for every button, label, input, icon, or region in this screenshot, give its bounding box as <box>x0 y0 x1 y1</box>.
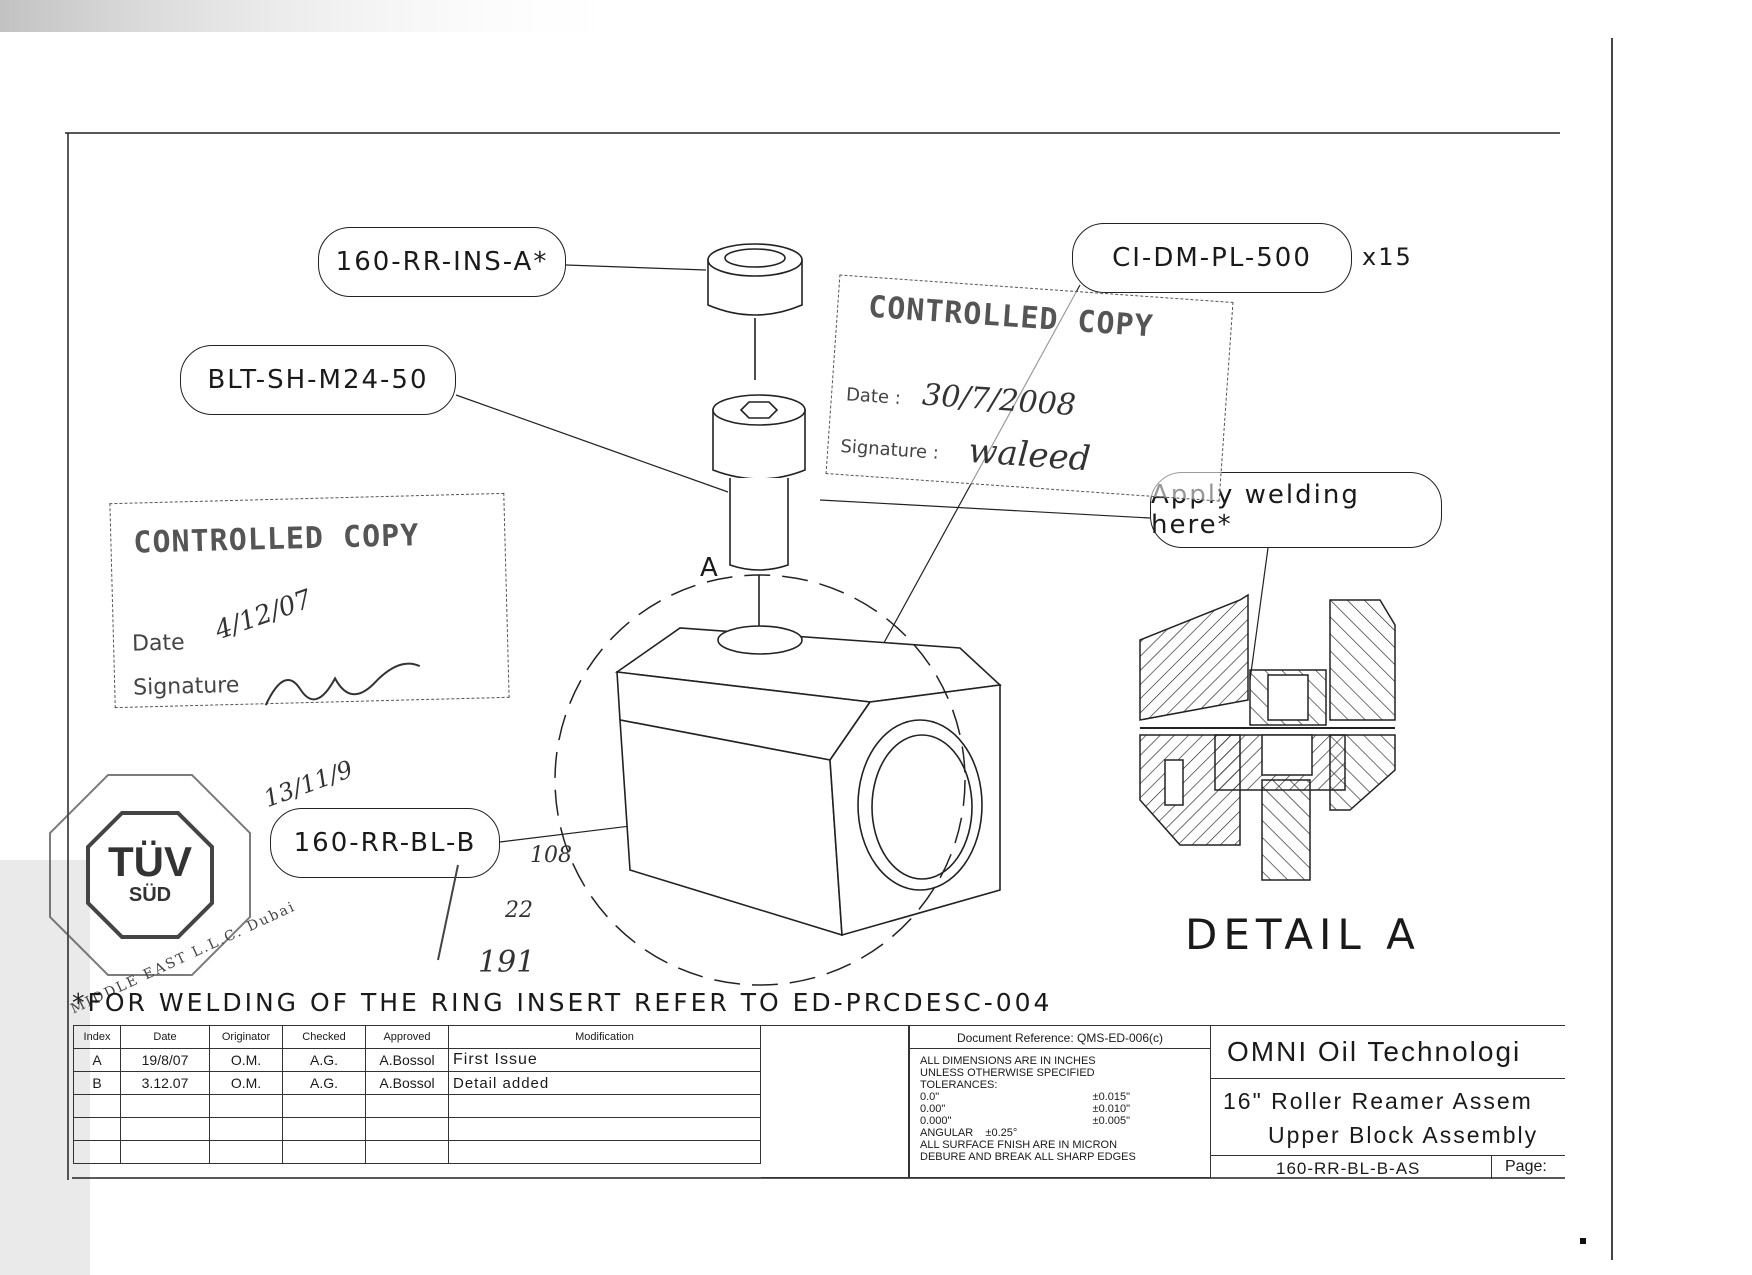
section-marker-a: A <box>700 553 718 583</box>
title-line-2: Upper Block Assembly <box>1268 1122 1539 1148</box>
tuv-seal-logo: TÜV SÜD <box>90 840 210 907</box>
title-block: OMNI Oil Technologi 16" Roller Reamer As… <box>1211 1025 1565 1179</box>
cell-originator: O.M. <box>209 1048 283 1072</box>
cell-index: A <box>73 1048 121 1072</box>
detail-circle <box>554 574 966 986</box>
scan-shadow-top <box>0 0 640 32</box>
col-date: Date <box>120 1025 210 1049</box>
pin-quantity: x15 <box>1362 243 1413 271</box>
stamp-signature-value: waleed <box>967 430 1092 480</box>
cell-checked: A.G. <box>282 1048 366 1072</box>
stamp-signature-label: Signature <box>132 672 240 701</box>
handwritten-note-1: 108 <box>530 843 572 868</box>
cell-date: 19/8/07 <box>120 1048 210 1072</box>
stamp-date-value: 30/7/2008 <box>921 377 1077 424</box>
stamp-title: CONTROLLED COPY <box>867 289 1155 345</box>
stamp-date-label: Date <box>131 630 185 657</box>
stamp-title: CONTROLLED COPY <box>132 518 420 561</box>
table-row: A 19/8/07 O.M. A.G. A.Bossol First Issue <box>73 1048 761 1072</box>
cell-modification: First Issue <box>448 1048 761 1072</box>
table-row: B 3.12.07 O.M. A.G. A.Bossol Detail adde… <box>73 1071 761 1095</box>
stamp-date-label: Date : <box>845 384 902 410</box>
spec-block: Document Reference: QMS-ED-006(c) ALL DI… <box>909 1025 1211 1178</box>
controlled-copy-stamp-right: CONTROLLED COPY Date : 30/7/2008 Signatu… <box>825 274 1234 502</box>
cell-approved: A.Bossol <box>365 1048 449 1072</box>
angular-value: ±0.25° <box>985 1127 1018 1139</box>
tol-value: ±0.005" <box>1092 1115 1130 1127</box>
tol-value: ±0.015" <box>1092 1091 1130 1103</box>
block-part <box>614 625 1002 937</box>
cell-modification: Detail added <box>448 1071 761 1095</box>
revision-table-blank-area <box>761 1025 909 1178</box>
callout-insert: 160-RR-INS-A* <box>318 227 566 297</box>
col-index: Index <box>73 1025 121 1049</box>
scan-dot <box>1580 1238 1586 1244</box>
handwritten-strokes <box>437 864 459 961</box>
col-modification: Modification <box>448 1025 761 1049</box>
tuv-seal-top: TÜV <box>108 838 192 885</box>
tol-key: 0.000" <box>920 1115 952 1127</box>
stamp-signature-scribble <box>264 662 421 706</box>
welding-note: *FOR WELDING OF THE RING INSERT REFER TO… <box>72 988 1053 1017</box>
detail-a-label: DETAIL A <box>1185 910 1421 959</box>
cell-date: 3.12.07 <box>120 1071 210 1095</box>
handwritten-note-3: 191 <box>478 945 536 980</box>
doc-reference: Document Reference: QMS-ED-006(c) <box>910 1026 1210 1049</box>
stamp-date-value: 4/12/07 <box>211 584 316 647</box>
cell-originator: O.M. <box>209 1071 283 1095</box>
part-number: 160-RR-BL-B-AS <box>1276 1159 1421 1178</box>
callout-pin: CI-DM-PL-500 <box>1072 223 1352 293</box>
table-row <box>73 1117 761 1141</box>
tolerances-label: TOLERANCES: <box>920 1079 998 1091</box>
company-name: OMNI Oil Technologi <box>1227 1036 1522 1067</box>
cell-checked: A.G. <box>282 1071 366 1095</box>
callout-bolt: BLT-SH-M24-50 <box>180 345 456 415</box>
cell-approved: A.Bossol <box>365 1071 449 1095</box>
page-label: Page: <box>1505 1158 1547 1175</box>
col-approved: Approved <box>365 1025 449 1049</box>
col-checked: Checked <box>282 1025 366 1049</box>
revision-table: Index Date Originator Checked Approved M… <box>73 1025 761 1164</box>
revision-header-row: Index Date Originator Checked Approved M… <box>73 1025 761 1049</box>
deburr-note: DEBURE AND BREAK ALL SHARP EDGES <box>920 1151 1136 1163</box>
dims-line-1: ALL DIMENSIONS ARE IN INCHES <box>920 1055 1096 1067</box>
tuv-seal-bottom: SÜD <box>128 884 172 906</box>
detail-a-section <box>1139 593 1396 881</box>
angular-label: ANGULAR <box>920 1127 974 1139</box>
cell-index: B <box>73 1071 121 1095</box>
handwritten-note-2: 22 <box>505 898 533 923</box>
insert-part <box>707 243 803 380</box>
title-line-1: 16" Roller Reamer Assem <box>1223 1088 1533 1114</box>
dims-line-2: UNLESS OTHERWISE SPECIFIED <box>920 1067 1095 1079</box>
tol-value: ±0.010" <box>1092 1103 1130 1115</box>
surface-finish-note: ALL SURFACE FNISH ARE IN MICRON <box>920 1139 1118 1151</box>
controlled-copy-stamp-left: CONTROLLED COPY Date 4/12/07 Signature <box>109 492 510 709</box>
stamp-signature-label: Signature : <box>839 435 940 464</box>
tol-key: 0.00" <box>920 1103 946 1115</box>
bolt-part <box>712 394 806 655</box>
col-originator: Originator <box>209 1025 283 1049</box>
tol-key: 0.0" <box>920 1091 940 1103</box>
table-row <box>73 1094 761 1118</box>
callout-block: 160-RR-BL-B <box>270 808 500 878</box>
tuv-seal <box>49 774 251 976</box>
table-row <box>73 1140 761 1164</box>
